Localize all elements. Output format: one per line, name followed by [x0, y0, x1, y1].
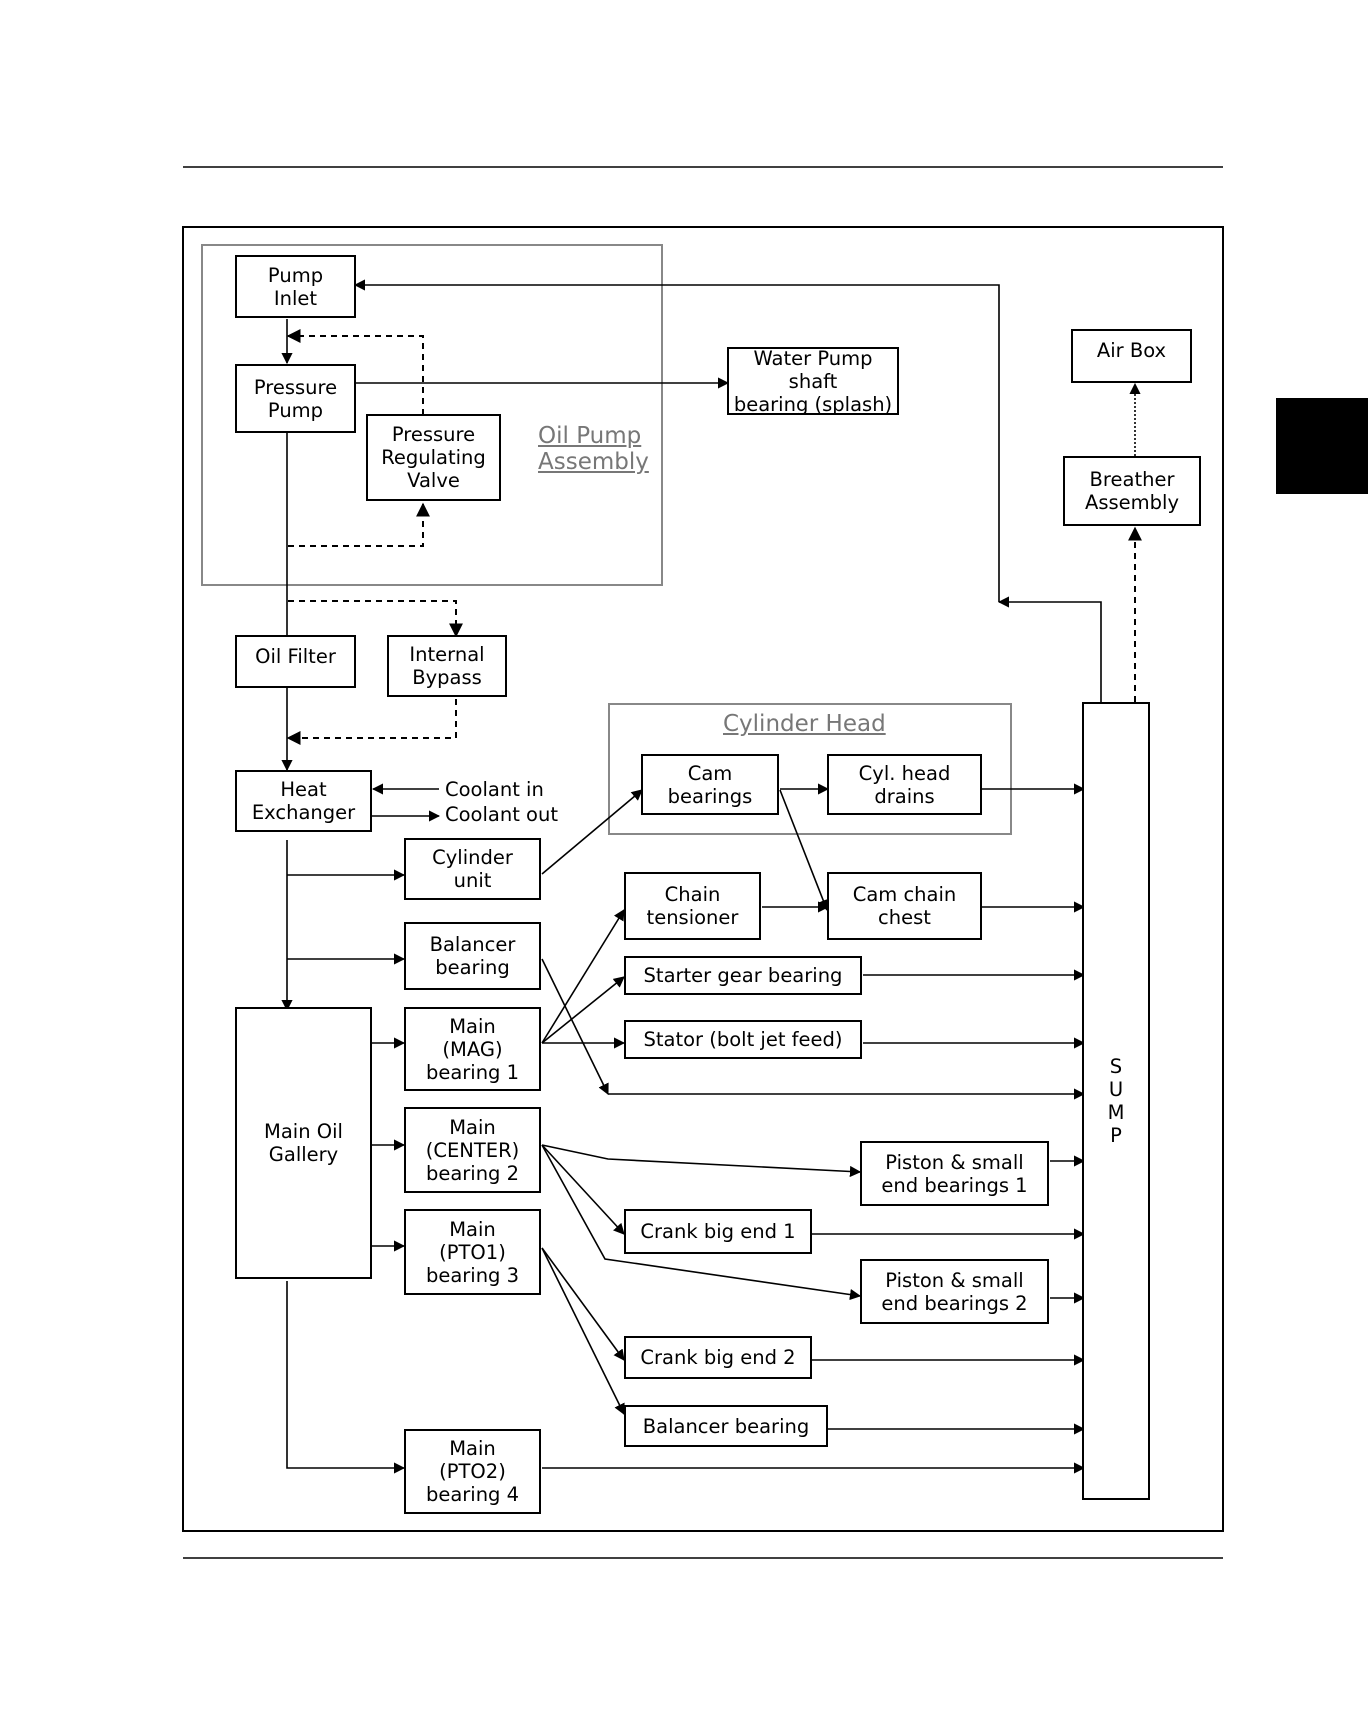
oil-pump-assembly-frame: [201, 244, 663, 586]
main-pto2-bearing-4-box: Main (PTO2) bearing 4: [404, 1429, 541, 1514]
starter-gear-bearing-box: Starter gear bearing: [624, 956, 862, 995]
internal-bypass-box: Internal Bypass: [387, 635, 507, 697]
water-pump-shaft-bearing-box: Water Pump shaft bearing (splash): [727, 347, 899, 416]
gallery-to-main4: [286, 1281, 406, 1474]
main-oil-gallery-box: Main Oil Gallery: [235, 1007, 372, 1279]
main2-to-piston1: [541, 1144, 862, 1178]
piston-small-end-1-box: Piston & small end bearings 1: [860, 1141, 1049, 1206]
main-mag-bearing-1-box: Main (MAG) bearing 1: [404, 1007, 541, 1091]
cam-to-chain-chest: [779, 789, 829, 912]
balancer-bearing-box: Balancer bearing: [404, 922, 541, 990]
air-box-box: Air Box: [1071, 329, 1192, 383]
cam-chain-chest-box: Cam chain chest: [827, 872, 982, 940]
main1-to-tensioner: [541, 909, 625, 1044]
crank-big-end-2-box: Crank big end 2: [624, 1336, 812, 1379]
oil-pump-assembly-label: Oil Pump Assembly: [538, 423, 649, 475]
coolant-in-label: Coolant in: [445, 778, 544, 801]
cyl-head-drains-box: Cyl. head drains: [827, 754, 982, 815]
coolant-out-label: Coolant out: [445, 803, 558, 826]
main2-to-piston2: [541, 1144, 862, 1301]
main-pto1-bearing-3-box: Main (PTO1) bearing 3: [404, 1209, 541, 1295]
section-tab: [1276, 398, 1368, 494]
cylinder-unit-box: Cylinder unit: [404, 838, 541, 900]
breather-assembly-box: Breather Assembly: [1063, 456, 1201, 526]
main3-to-crank2: [541, 1247, 625, 1361]
piston-small-end-2-box: Piston & small end bearings 2: [860, 1259, 1049, 1324]
main2-to-crank1: [541, 1144, 625, 1235]
cylinder-head-frame: [608, 703, 1012, 835]
chain-tensioner-box: Chain tensioner: [624, 872, 761, 940]
outer-frame: [182, 226, 1224, 1532]
valve-feed-dashed: [288, 502, 430, 547]
stator-bolt-jet-feed-box: Stator (bolt jet feed): [624, 1020, 862, 1059]
cyl-unit-to-cam: [541, 789, 643, 875]
pressure-regulating-valve-box: Pressure Regulating Valve: [366, 414, 501, 501]
cylinder-head-label: Cylinder Head: [723, 711, 886, 737]
pressure-pump-box: Pressure Pump: [235, 364, 356, 433]
return-to-inlet-line: [353, 279, 1000, 602]
oil-filter-box: Oil Filter: [235, 635, 356, 688]
sump-return-line: [997, 596, 1102, 702]
main-center-bearing-2-box: Main (CENTER) bearing 2: [404, 1107, 541, 1193]
balancer-bearing-2-box: Balancer bearing: [624, 1405, 828, 1447]
pump-inlet-box: Pump Inlet: [235, 255, 356, 318]
main3-to-balancer2: [541, 1247, 625, 1416]
heat-exchanger-box: Heat Exchanger: [235, 770, 372, 832]
bypass-feed-dashed: [288, 600, 463, 638]
main1-to-starter: [541, 976, 625, 1044]
cam-bearings-box: Cam bearings: [641, 754, 779, 815]
crank-big-end-1-box: Crank big end 1: [624, 1209, 812, 1254]
sump-box: S U M P: [1082, 702, 1150, 1500]
balancer-cross: [541, 958, 609, 1096]
valve-return-dashed: [286, 329, 424, 415]
bypass-return-dashed: [286, 688, 457, 745]
